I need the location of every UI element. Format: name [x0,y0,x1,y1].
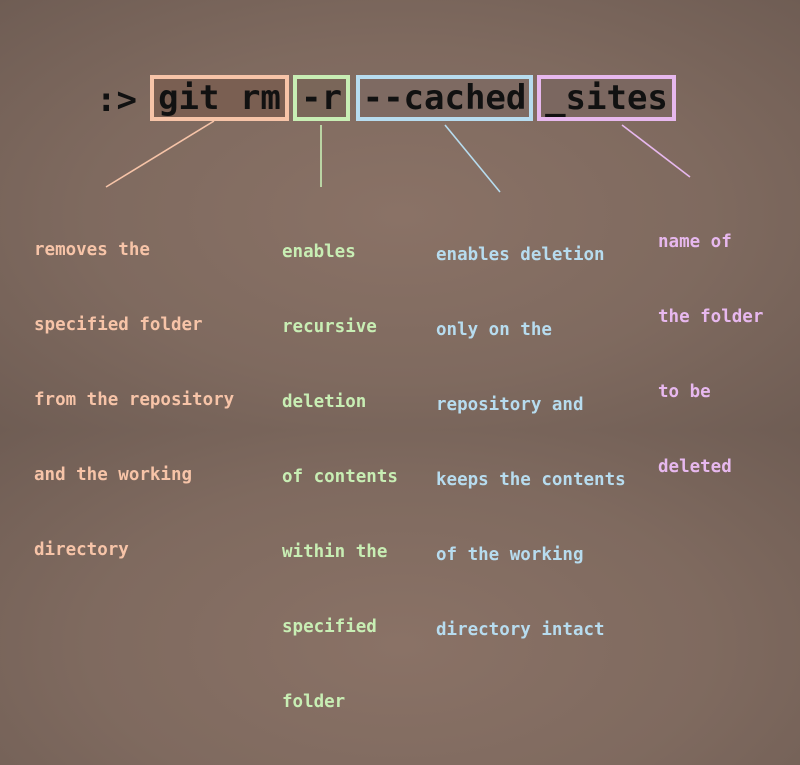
annotation-cached-flag: enables deletion only on the repository … [436,193,626,693]
annotation-line: to be [658,382,711,402]
annotation-line: directory [34,540,129,560]
annotation-line: specified folder [34,315,203,335]
annotation-line: and the working [34,465,193,485]
leader-cached [444,124,501,193]
annotation-line: of the working [436,545,584,565]
token-recursive-flag: -r [293,75,350,121]
annotation-line: folder [282,692,346,712]
annotation-git-rm: removes the specified folder from the re… [34,188,234,613]
annotation-line: specified [282,617,377,637]
shell-prompt: :> [96,80,137,120]
annotation-line: deletion [282,392,367,412]
annotation-line: removes the [34,240,150,260]
annotation-line: deleted [658,457,732,477]
annotation-line: the folder [658,307,764,327]
annotation-line: enables [282,242,356,262]
annotation-line: repository and [436,395,584,415]
annotation-line: within the [282,542,388,562]
token-folder-name: _sites [537,75,676,121]
annotation-line: of contents [282,467,398,487]
annotation-line: keeps the contents [436,470,626,490]
token-git-rm: git rm [150,75,289,121]
annotation-line: only on the [436,320,552,340]
leader-sites [621,124,691,178]
annotation-line: name of [658,232,732,252]
annotation-folder-name: name of the folder to be deleted [658,180,763,530]
leader-lines [105,120,691,193]
diagram-canvas: :> git rm -r --cached _sites removes the… [34,75,763,712]
annotation-line: from the repository [34,390,235,410]
token-cached-flag: --cached [356,75,533,121]
annotation-recursive-flag: enables recursive deletion of contents w… [282,190,398,765]
annotation-line: directory intact [436,620,605,640]
annotation-line: enables deletion [436,245,605,265]
annotation-line: recursive [282,317,377,337]
leader-git [105,120,215,188]
